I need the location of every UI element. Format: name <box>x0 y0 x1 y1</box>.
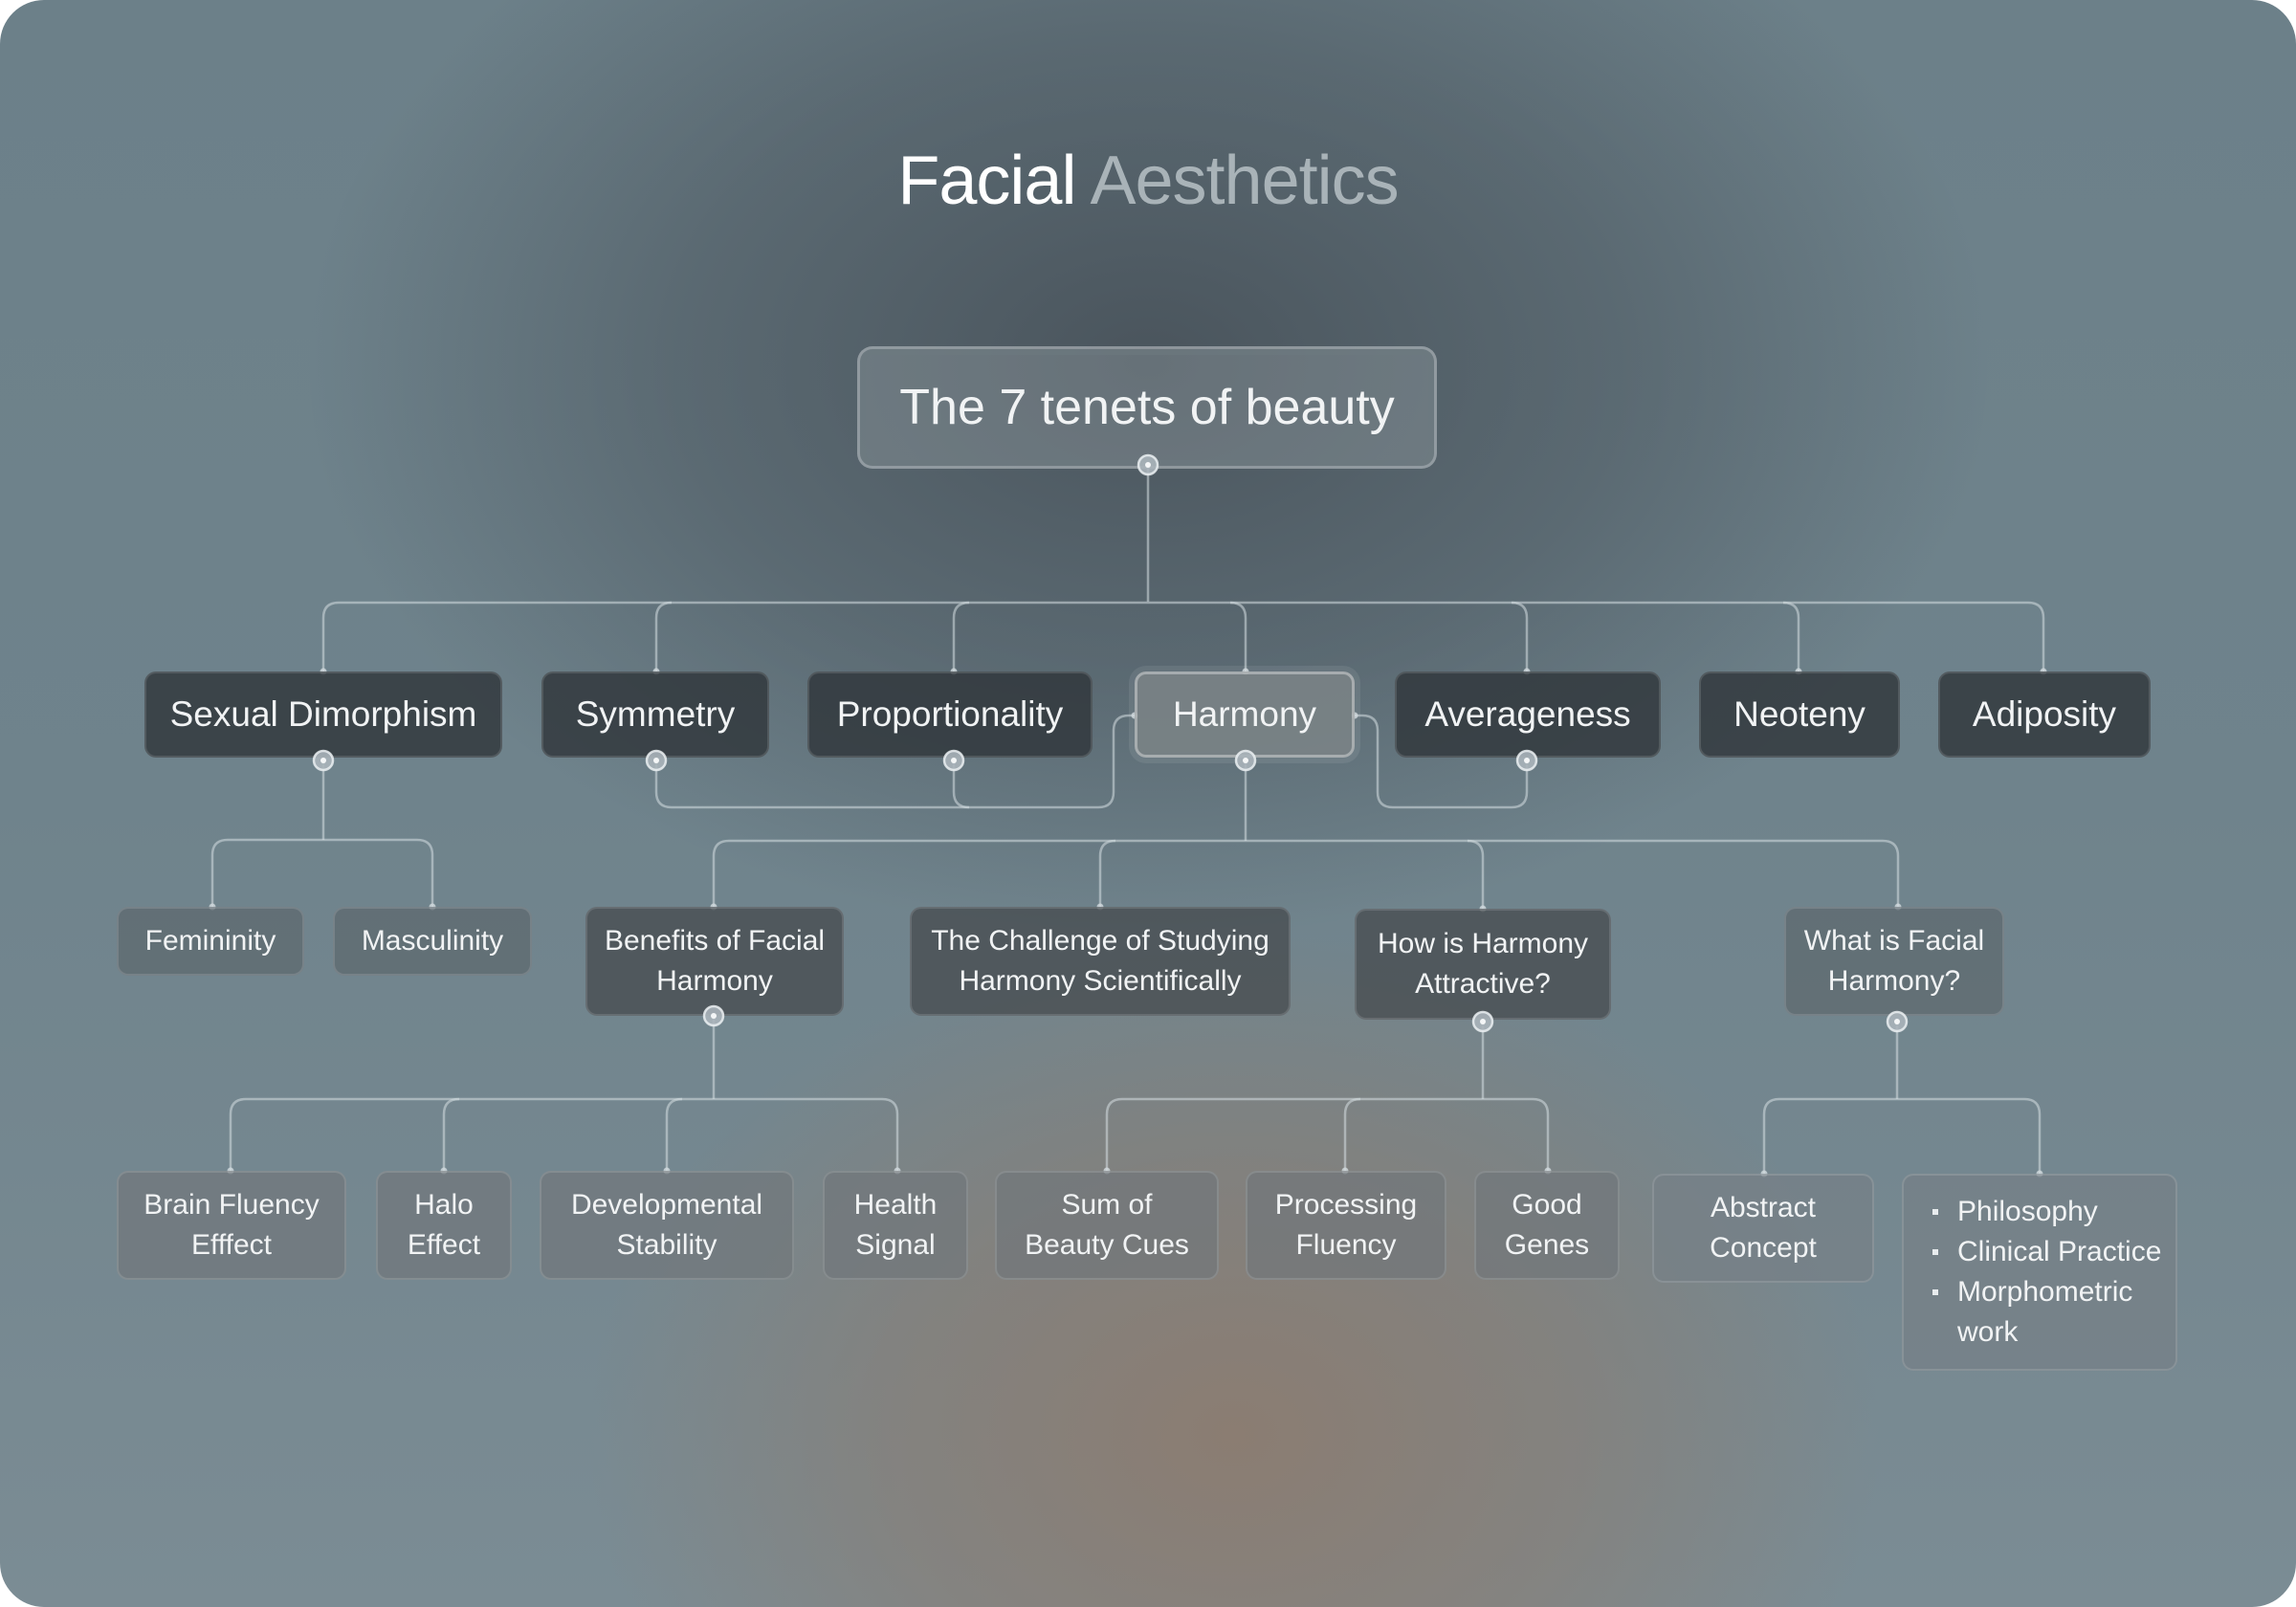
node-femininity[interactable]: Femininity <box>117 907 304 976</box>
node-what-is-facial-harmony[interactable]: What is Facial Harmony? <box>1784 907 2004 1016</box>
connector-tenets-bus <box>321 601 2045 671</box>
node-text: Halo Effect <box>408 1185 480 1266</box>
connector-to-symmetry <box>654 601 673 671</box>
node-line: Brain Fluency <box>144 1189 320 1221</box>
connector-attractive-bus <box>1105 1097 1550 1171</box>
node-label: Proportionality <box>836 694 1064 734</box>
node-how-is-harmony-attractive[interactable]: How is Harmony Attractive? <box>1355 909 1611 1020</box>
node-label: Adiposity <box>1972 694 2117 734</box>
node-brain-fluency-effect[interactable]: Brain Fluency Efffect <box>117 1171 346 1280</box>
node-text: Developmental Stability <box>571 1185 762 1266</box>
node-label: Masculinity <box>361 925 504 957</box>
bullet-item: Philosophy <box>1931 1192 2161 1232</box>
node-what-is-list[interactable]: Philosophy Clinical Practice Morphometri… <box>1902 1174 2177 1371</box>
node-line: Health <box>853 1189 938 1221</box>
node-developmental-stability[interactable]: Developmental Stability <box>540 1171 794 1280</box>
node-line: Genes <box>1504 1229 1590 1261</box>
bullet-item: Morphometric <box>1931 1272 2161 1312</box>
node-abstract-concept[interactable]: Abstract Concept <box>1652 1174 1874 1283</box>
node-line: Concept <box>1710 1232 1817 1264</box>
connector-averageness-harmony <box>1355 714 1529 809</box>
node-line: Beauty Cues <box>1025 1229 1189 1261</box>
connector-to-harmony <box>1229 601 1247 671</box>
connector-to-challenge <box>1098 839 1116 907</box>
node-text: Abstract Concept <box>1710 1188 1817 1268</box>
node-text: What is Facial Harmony? <box>1804 921 1984 1002</box>
connector-dimorphism-bus <box>210 838 434 907</box>
title-secondary: Aesthetics <box>1090 143 1399 219</box>
node-adiposity[interactable]: Adiposity <box>1938 671 2151 758</box>
node-line: Stability <box>616 1229 718 1261</box>
node-line: Sum of <box>1061 1189 1153 1221</box>
node-benefits-of-facial-harmony[interactable]: Benefits of Facial Harmony <box>585 907 844 1016</box>
node-good-genes[interactable]: Good Genes <box>1474 1171 1620 1280</box>
node-line: Efffect <box>191 1229 272 1261</box>
node-challenge-of-studying-harmony[interactable]: The Challenge of Studying Harmony Scient… <box>910 907 1291 1016</box>
node-line: How is Harmony <box>1377 928 1589 959</box>
node-text: Good Genes <box>1505 1185 1589 1266</box>
root-node[interactable]: The 7 tenets of beauty <box>857 346 1437 469</box>
node-sum-of-beauty-cues[interactable]: Sum of Beauty Cues <box>995 1171 1219 1280</box>
node-text: Benefits of Facial Harmony <box>605 921 825 1002</box>
node-label: Femininity <box>144 925 276 957</box>
node-line: Abstract <box>1710 1192 1817 1223</box>
node-line: The Challenge of Studying <box>931 925 1269 957</box>
node-health-signal[interactable]: Health Signal <box>823 1171 968 1280</box>
node-proportionality[interactable]: Proportionality <box>807 671 1093 758</box>
node-line: Harmony <box>656 965 773 997</box>
node-neoteny[interactable]: Neoteny <box>1699 671 1900 758</box>
node-halo-effect[interactable]: Halo Effect <box>376 1171 512 1280</box>
node-processing-fluency[interactable]: Processing Fluency <box>1246 1171 1446 1280</box>
node-label: Sexual Dimorphism <box>169 694 477 734</box>
connector-to-averageness <box>1511 601 1529 671</box>
node-line: Harmony Scientifically <box>959 965 1242 997</box>
node-line: Effect <box>407 1229 481 1261</box>
node-text: The Challenge of Studying Harmony Scient… <box>931 921 1269 1002</box>
title-primary: Facial <box>897 143 1076 219</box>
connector-proportionality-harmony <box>952 760 970 809</box>
connector-to-proportionality <box>952 601 970 671</box>
node-line: Developmental <box>570 1189 763 1221</box>
node-label: Neoteny <box>1733 694 1866 734</box>
node-symmetry[interactable]: Symmetry <box>541 671 769 758</box>
connector-to-developmental <box>665 1097 683 1171</box>
node-text: How is Harmony Attractive? <box>1378 924 1588 1004</box>
bullet-item: Clinical Practice <box>1931 1232 2161 1272</box>
node-label: Harmony <box>1172 694 1317 734</box>
node-label: Averageness <box>1424 694 1631 734</box>
node-text: Brain Fluency Efffect <box>144 1185 319 1266</box>
bullet-list: Philosophy Clinical Practice Morphometri… <box>1931 1192 2161 1353</box>
node-line: Signal <box>855 1229 936 1261</box>
node-averageness[interactable]: Averageness <box>1395 671 1661 758</box>
node-text: Processing Fluency <box>1275 1185 1417 1266</box>
node-sexual-dimorphism[interactable]: Sexual Dimorphism <box>144 671 502 758</box>
node-line: Fluency <box>1295 1229 1397 1261</box>
node-line: Harmony? <box>1827 965 1961 997</box>
node-text: Health Signal <box>854 1185 938 1266</box>
node-line: Halo <box>414 1189 474 1221</box>
node-label: Symmetry <box>575 694 736 734</box>
node-text: Sum of Beauty Cues <box>1025 1185 1189 1266</box>
node-line: Processing <box>1274 1189 1418 1221</box>
connector-harmony-bus <box>712 839 1900 907</box>
node-line: Attractive? <box>1415 968 1551 1000</box>
connector-to-halo <box>442 1097 460 1171</box>
connector-to-processing <box>1343 1097 1361 1171</box>
connector-whatis-bus <box>1762 1097 2042 1174</box>
node-line: Good <box>1512 1189 1582 1221</box>
node-line: Benefits of Facial <box>604 925 826 957</box>
connector-symmetry-harmony <box>654 714 1135 809</box>
connector-benefits-bus <box>229 1097 899 1171</box>
connector-to-attractive <box>1467 839 1485 909</box>
connector-to-neoteny <box>1782 601 1800 671</box>
bullet-item-continuation: work <box>1957 1316 2019 1348</box>
node-masculinity[interactable]: Masculinity <box>333 907 532 976</box>
page-title: Facial Aesthetics <box>0 142 2296 220</box>
node-line: What is Facial <box>1803 925 1985 957</box>
root-label: The 7 tenets of beauty <box>899 380 1395 435</box>
